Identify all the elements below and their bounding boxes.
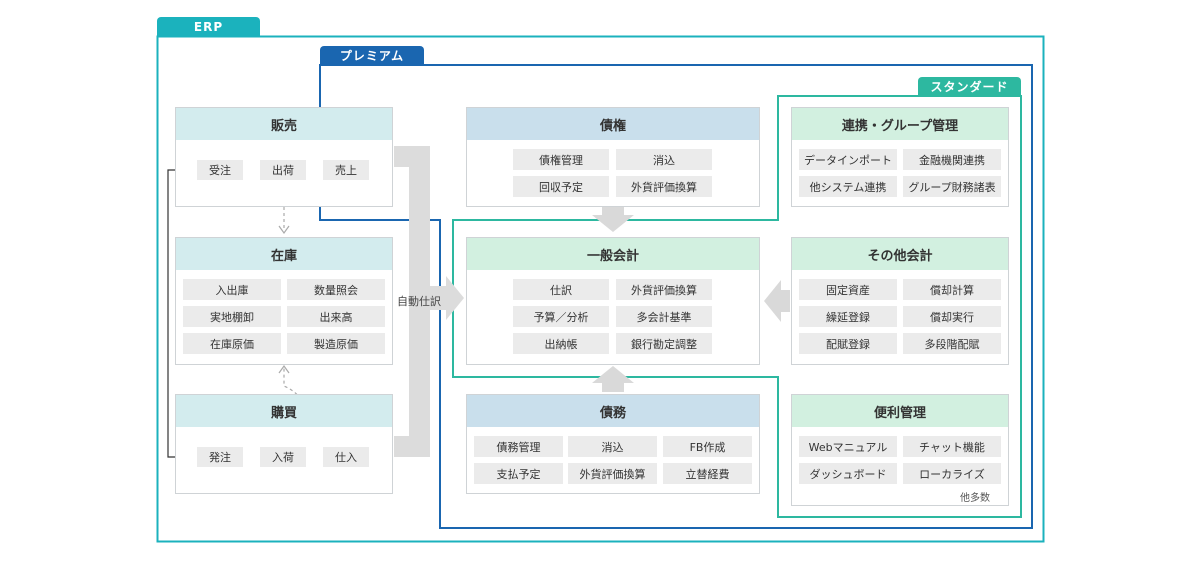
module-title: 購買 [176, 395, 392, 427]
standard-border [452, 95, 1022, 518]
module-item: 予算／分析 [513, 306, 609, 327]
module-item: 金融機関連携 [903, 149, 1001, 170]
premium-border [319, 64, 1033, 529]
module-item: 消込 [616, 149, 712, 170]
module-item: 外貨評価換算 [568, 463, 657, 484]
flow-step: 出荷 [260, 160, 306, 180]
module-item: 出納帳 [513, 333, 609, 354]
module-item: 入出庫 [183, 279, 281, 300]
flow-step: 入荷 [260, 447, 306, 467]
module-item: 債務管理 [474, 436, 563, 457]
module-title: 債権 [467, 108, 759, 140]
flow-step: 売上 [323, 160, 369, 180]
module-item: チャット機能 [903, 436, 1001, 457]
module-item: 在庫原価 [183, 333, 281, 354]
module-item: 実地棚卸 [183, 306, 281, 327]
module-item: 多会計基準 [616, 306, 712, 327]
module-item: データインポート [799, 149, 897, 170]
flow-step: 受注 [197, 160, 243, 180]
tier-tab-standard: スタンダード [918, 77, 1021, 96]
module-item: 仕訳 [513, 279, 609, 300]
module-item: 回収予定 [513, 176, 609, 197]
module-title: その他会計 [792, 238, 1008, 270]
module-title: 一般会計 [467, 238, 759, 270]
module-title: 連携・グループ管理 [792, 108, 1008, 140]
module-item: 数量照会 [287, 279, 385, 300]
module-zaiko: 在庫 [175, 237, 393, 365]
module-item: 出来高 [287, 306, 385, 327]
module-item: 配賦登録 [799, 333, 897, 354]
flow-step: 仕入 [323, 447, 369, 467]
module-item: ローカライズ [903, 463, 1001, 484]
module-item: Webマニュアル [799, 436, 897, 457]
module-item: 支払予定 [474, 463, 563, 484]
module-item: 製造原価 [287, 333, 385, 354]
arrow-saiken-to-ippan [592, 207, 634, 232]
module-item: ダッシュボード [799, 463, 897, 484]
module-item: 消込 [568, 436, 657, 457]
tier-tab-erp: ERP [157, 17, 260, 36]
module-ippan: 一般会計 [466, 237, 760, 365]
module-title: 販売 [176, 108, 392, 140]
module-kobai: 購買 [175, 394, 393, 494]
module-item: 銀行勘定調整 [616, 333, 712, 354]
module-hanbai: 販売 [175, 107, 393, 207]
module-item: グループ財務諸表 [903, 176, 1001, 197]
module-item: 償却実行 [903, 306, 1001, 327]
module-sonota: その他会計 [791, 237, 1009, 365]
arrow-saimu-to-ippan [592, 366, 634, 392]
module-item: 償却計算 [903, 279, 1001, 300]
auto-journal-label: 自動仕訳 [397, 295, 441, 308]
module-item: 外貨評価換算 [616, 279, 712, 300]
module-item: 債権管理 [513, 149, 609, 170]
module-title: 債務 [467, 395, 759, 427]
module-item: 繰延登録 [799, 306, 897, 327]
auto-journal-connector [394, 146, 464, 457]
module-item: FB作成 [663, 436, 752, 457]
module-item: 多段階配賦 [903, 333, 1001, 354]
module-item: 固定資産 [799, 279, 897, 300]
module-item: 立替経費 [663, 463, 752, 484]
flow-step: 発注 [197, 447, 243, 467]
benri-more-note: 他多数 [960, 493, 990, 504]
erp-border [156, 35, 1045, 543]
module-title: 在庫 [176, 238, 392, 270]
arrow-sonota-to-ippan [764, 280, 790, 322]
module-item: 外貨評価換算 [616, 176, 712, 197]
module-saiken: 債権 [466, 107, 760, 207]
module-item: 他システム連携 [799, 176, 897, 197]
tier-tab-premium: プレミアム [320, 46, 424, 65]
module-title: 便利管理 [792, 395, 1008, 427]
